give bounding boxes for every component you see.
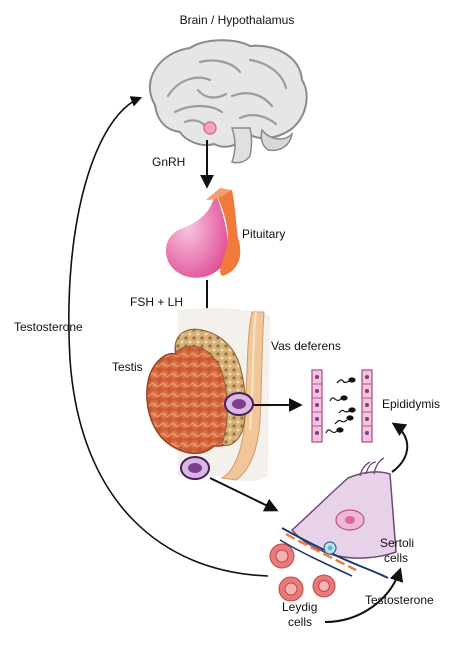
testis-label: Testis: [112, 360, 143, 374]
pituitary-label: Pituitary: [242, 227, 285, 241]
testosterone-bottom-label: Testosterone: [365, 593, 434, 607]
sertoli-to-epididymis-arrow: [391, 422, 409, 473]
sperm-cells: [325, 377, 356, 434]
testis-illustration: [146, 308, 270, 482]
testosterone-feedback-arrow: [68, 96, 269, 577]
leydig-label-line1: Leydig: [282, 600, 317, 614]
epididymis-illustration: [311, 369, 373, 443]
sertoli-label-line1: Sertoli: [380, 536, 414, 550]
epididymis-label: Epididymis: [382, 397, 440, 411]
leydig-zoom-core: [188, 463, 202, 473]
brain-label: Brain / Hypothalamus: [180, 13, 295, 27]
sertoli-cell: [290, 457, 397, 559]
brain-illustration: [149, 39, 308, 164]
hypothalamus-marker: [203, 121, 217, 135]
vas-deferens-label: Vas deferens: [271, 339, 341, 353]
basement-membrane: [279, 527, 389, 579]
to-tubule-arrow: [209, 477, 279, 512]
duct-right: [361, 369, 373, 443]
testosterone-left-label: Testosterone: [14, 320, 83, 334]
pituitary-gland: [165, 188, 241, 278]
sertoli-zoom-core: [232, 399, 246, 409]
sertoli-label-line2: cells: [384, 551, 408, 565]
fsh-lh-label: FSH + LH: [130, 295, 183, 309]
leydig-to-sertoli-arrow: [324, 567, 404, 623]
gnrh-label: GnRH: [152, 155, 185, 169]
leydig-cells: [269, 543, 336, 602]
duct-left: [311, 369, 323, 443]
leydig-label-line2: cells: [288, 615, 312, 629]
